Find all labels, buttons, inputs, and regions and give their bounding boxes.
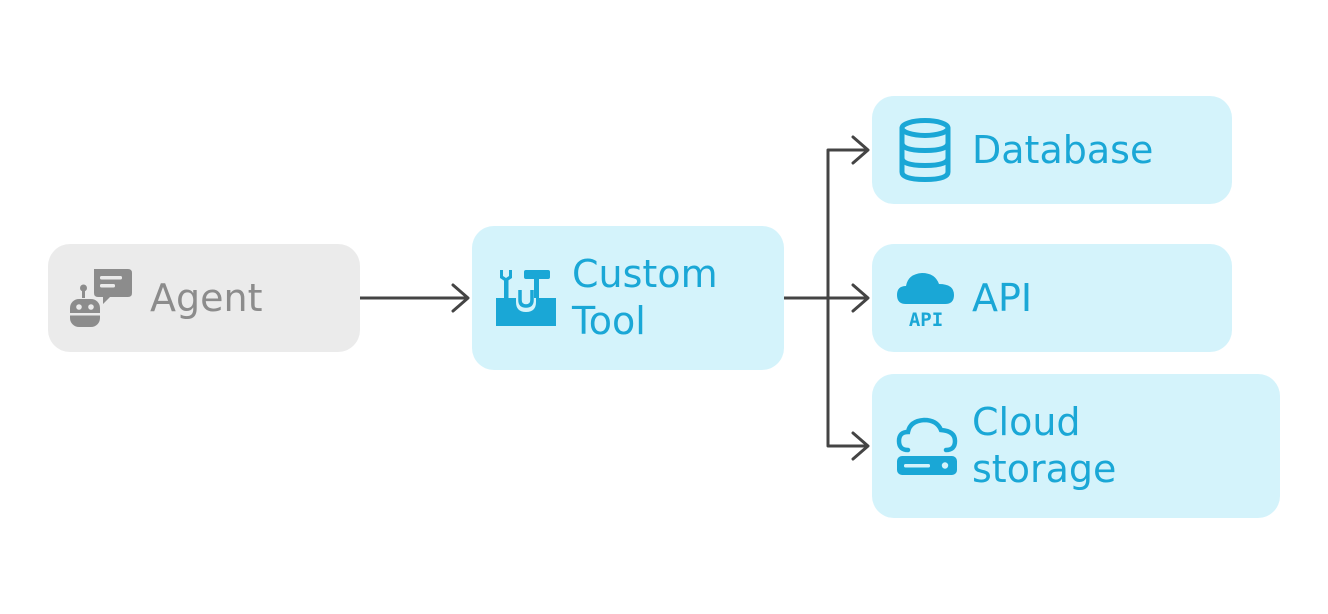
toolbox-icon [496, 268, 556, 328]
edge-tool-to-storage [826, 296, 870, 461]
api-node: API API [872, 244, 1232, 352]
cloud-storage-icon [896, 414, 958, 478]
edge-agent-to-tool [358, 283, 470, 313]
edge-tool-to-api [826, 283, 870, 313]
agent-node: Agent [48, 244, 360, 352]
custom-tool-label: Custom Tool [572, 252, 718, 343]
cloud-api-icon: API [896, 266, 956, 330]
database-node: Database [872, 96, 1232, 204]
robot-chat-icon [70, 267, 132, 329]
database-label: Database [972, 127, 1154, 172]
custom-tool-node: Custom Tool [472, 226, 784, 370]
cloud-storage-label: Cloud storage [972, 400, 1117, 491]
edge-tool-to-database [782, 135, 870, 300]
cloud-storage-node: Cloud storage [872, 374, 1280, 518]
api-label: API [972, 275, 1033, 320]
database-icon [898, 118, 952, 182]
svg-text:API: API [909, 309, 943, 330]
agent-label: Agent [150, 275, 263, 320]
